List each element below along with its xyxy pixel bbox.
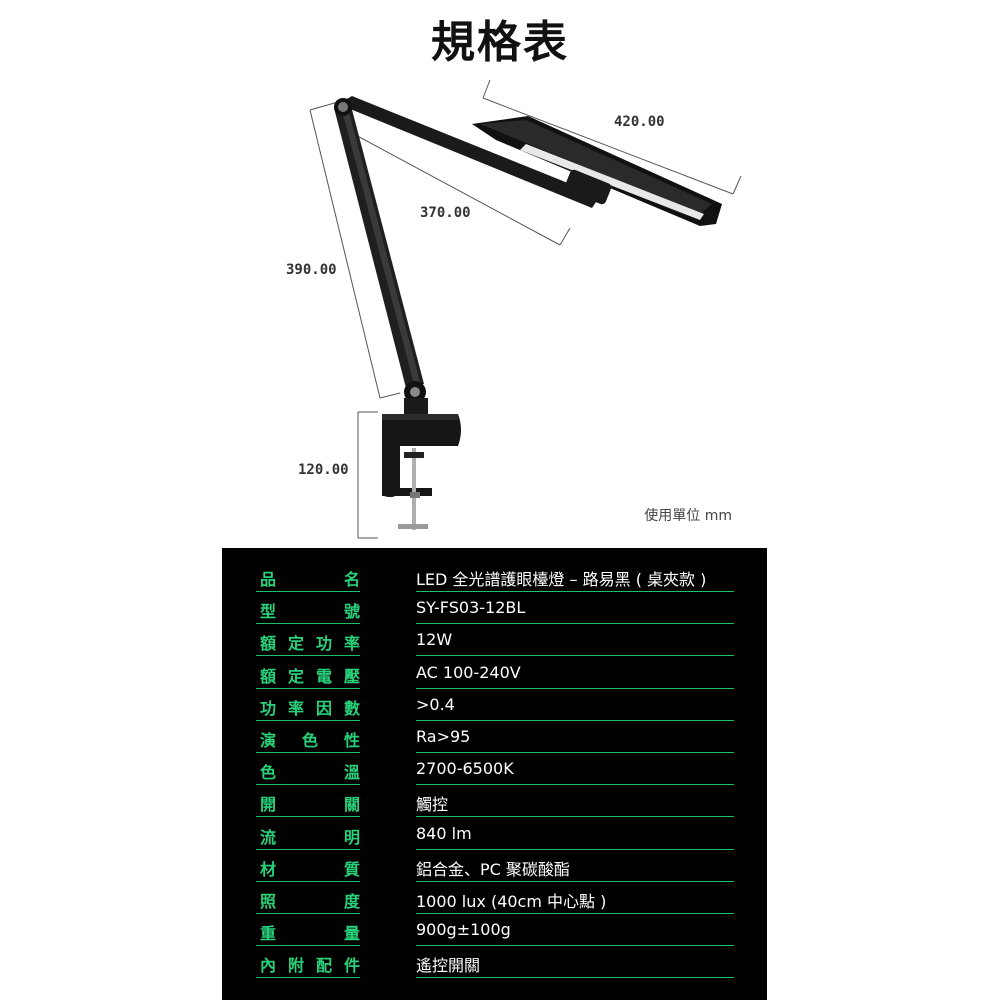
spec-value: >0.4: [416, 694, 455, 714]
spec-value: 遙控開關: [416, 956, 481, 976]
spec-table: 品名 LED 全光譜護眼檯燈 – 路易黑 ( 桌夾款 ) 型號 SY-FS03-12B…: [222, 548, 767, 1000]
spec-row: 額定功率 12W: [256, 624, 734, 657]
spec-divider: [416, 977, 734, 979]
spec-label: 開關: [260, 795, 360, 815]
spec-label: 照度: [260, 892, 360, 911]
spec-row: 照度 1000 lux (40cm 中心點 ): [256, 882, 734, 914]
dim-base: 120.00: [298, 462, 349, 478]
dim-lower-arm: 390.00: [286, 262, 337, 278]
spec-value: AC 100-240V: [416, 662, 521, 682]
spec-row: 色溫 2700-6500K: [256, 753, 734, 786]
spec-label: 色溫: [260, 763, 360, 783]
spec-divider: [416, 784, 734, 786]
spec-label: 型號: [260, 602, 360, 622]
spec-label: 品名: [260, 570, 360, 589]
spec-divider: [256, 719, 360, 721]
spec-divider: [256, 687, 360, 689]
spec-value: 12W: [416, 630, 453, 650]
spec-label: 額定電壓: [260, 666, 360, 686]
spec-divider: [256, 591, 360, 592]
spec-divider: [416, 719, 734, 721]
spec-row: 開關 觸控: [256, 785, 734, 818]
dim-upper-arm: 370.00: [420, 205, 471, 221]
spec-divider: [256, 848, 360, 850]
spec-divider: [256, 655, 360, 657]
spec-divider: [256, 816, 360, 818]
spec-row: 流明 840 lm: [256, 818, 734, 850]
dim-lamp-head: 420.00: [614, 114, 665, 130]
spec-divider: [416, 687, 734, 689]
spec-divider: [256, 752, 360, 753]
unit-note: 使用單位 mm: [644, 508, 732, 524]
spec-label: 內附配件: [260, 956, 360, 976]
spec-row: 重量 900g±100g: [256, 914, 734, 947]
spec-row: 品名 LED 全光譜護眼檯燈 – 路易黑 ( 桌夾款 ): [256, 560, 734, 592]
spec-divider: [256, 880, 360, 882]
dimension-lines: [309, 79, 742, 539]
spec-label: 流明: [260, 827, 360, 847]
lamp-body: [334, 96, 722, 530]
spec-divider: [416, 752, 734, 753]
spec-value: 觸控: [416, 795, 449, 815]
spec-divider: [256, 913, 360, 914]
spec-row: 演色性 Ra>95: [256, 721, 734, 753]
spec-value: Ra>95: [416, 727, 471, 746]
spec-row: 內附配件 遙控開關: [256, 946, 734, 979]
spec-divider: [256, 784, 360, 786]
spec-value: 900g±100g: [416, 920, 511, 940]
spec-value: SY-FS03-12BL: [416, 598, 526, 618]
spec-divider: [416, 591, 734, 592]
lamp-dimension-diagram: [309, 79, 742, 539]
spec-row: 額定電壓 AC 100-240V: [256, 657, 734, 689]
spec-row: 功率因數 >0.4: [256, 689, 734, 721]
spec-value: LED 全光譜護眼檯燈 – 路易黑 ( 桌夾款 ): [416, 570, 707, 589]
spec-value: 1000 lux (40cm 中心點 ): [416, 892, 607, 911]
page-title: 規格表: [431, 17, 569, 68]
spec-divider: [256, 623, 360, 625]
spec-divider: [416, 655, 734, 657]
spec-label: 演色性: [260, 731, 360, 750]
spec-divider: [416, 623, 734, 625]
spec-value: 鋁合金、PC 聚碳酸酯: [416, 859, 570, 879]
spec-value: 840 lm: [416, 823, 472, 843]
spec-label: 材質: [260, 859, 360, 879]
spec-divider: [416, 880, 734, 882]
spec-divider: [416, 945, 734, 947]
spec-divider: [256, 945, 360, 947]
spec-label: 額定功率: [260, 634, 360, 654]
spec-divider: [256, 977, 360, 979]
spec-row: 型號 SY-FS03-12BL: [256, 592, 734, 625]
spec-divider: [416, 848, 734, 850]
spec-label: 功率因數: [260, 698, 360, 718]
spec-value: 2700-6500K: [416, 759, 514, 779]
spec-label: 重量: [260, 924, 360, 944]
spec-divider: [416, 913, 734, 914]
spec-divider: [416, 816, 734, 818]
spec-row: 材質 鋁合金、PC 聚碳酸酯: [256, 850, 734, 882]
